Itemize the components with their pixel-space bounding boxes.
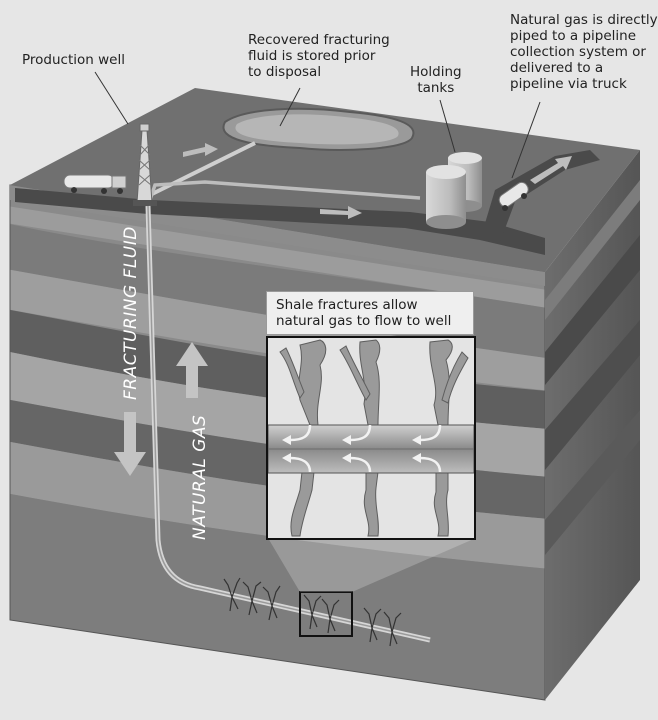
callout-lines xyxy=(94,71,541,179)
truck-right xyxy=(498,181,529,211)
up-arrow-natural-gas xyxy=(176,342,208,398)
label-fracturing-fluid: FRACTURING FLUID xyxy=(121,226,141,400)
inset-projection xyxy=(268,538,476,592)
label-recovered-fluid: Recovered fracturing fluid is stored pri… xyxy=(248,32,390,80)
fracture-network xyxy=(223,577,402,647)
label-natural-gas-piped: Natural gas is directly piped to a pipel… xyxy=(510,12,658,92)
stratum-1 xyxy=(10,205,545,310)
label-production-well: Production well xyxy=(22,52,125,68)
surface-arrow-1 xyxy=(183,143,218,157)
inset-marker xyxy=(299,591,353,637)
down-arrow-fracturing-fluid xyxy=(114,412,146,476)
surface-arrow-2 xyxy=(320,206,362,219)
well-derrick xyxy=(133,123,157,206)
inset-title: Shale fractures allow natural gas to flo… xyxy=(266,291,474,335)
top-surface xyxy=(10,88,640,286)
surface-arrow-3 xyxy=(530,156,572,184)
pipeline xyxy=(149,141,256,197)
inset-detail xyxy=(266,336,476,540)
truck-left xyxy=(63,174,127,194)
right-face xyxy=(545,150,640,700)
holding-tanks xyxy=(426,152,482,229)
label-natural-gas: NATURAL GAS xyxy=(190,414,210,540)
label-holding-tanks: Holding tanks xyxy=(410,64,462,96)
